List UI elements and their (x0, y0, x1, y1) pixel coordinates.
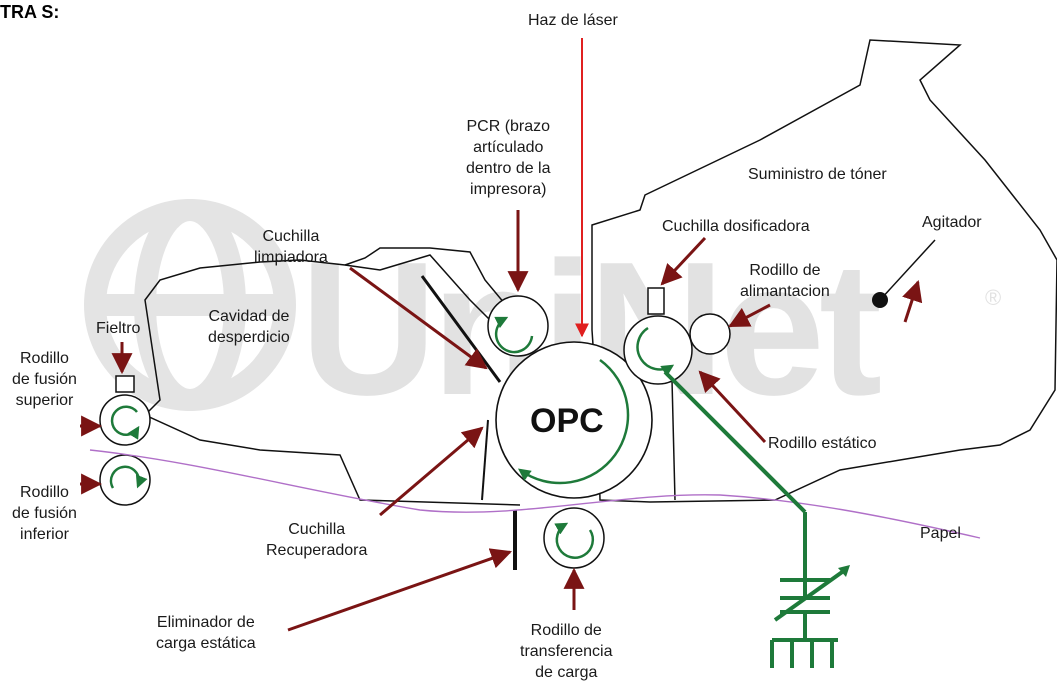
static-roller-rotation-arrow (636, 326, 675, 377)
label-wiper-blade: Cuchilla limpiadora (254, 228, 328, 266)
callout-arrows (80, 210, 771, 632)
upper-fuser-roller (99, 394, 151, 446)
toner-divider (671, 379, 676, 501)
upper-fuser-rotation-arrow (110, 405, 140, 440)
label-laser: Haz de láser (528, 12, 618, 29)
label-upper-fuser: Rodillo de fusión superior (12, 350, 77, 409)
label-doctor-blade: Cuchilla dosificadora (662, 218, 810, 235)
static-roller (623, 315, 693, 385)
label-transfer-roller: Rodillo de transferencia de carga (520, 622, 613, 681)
bias-arrow-head (838, 565, 850, 577)
toner-hopper-outline (591, 39, 1057, 503)
lower-fuser-roller (99, 454, 151, 506)
waste-top-edge (344, 247, 511, 311)
waste-hopper-outline (143, 254, 521, 506)
header-title: TRA S: (0, 2, 60, 22)
doctor-blade-block (647, 287, 665, 315)
felt-pad (115, 375, 135, 393)
recovery-blade (481, 419, 489, 501)
bias-circuit (663, 370, 847, 668)
label-feed-roller: Rodillo de alimantacion (740, 262, 830, 300)
pcr-rotation-arrow (494, 316, 534, 354)
feed-roller (689, 313, 731, 355)
lower-fuser-rotation-arrow (109, 465, 148, 489)
label-felt: Fieltro (96, 320, 141, 337)
agitator-arm (879, 239, 936, 301)
label-lower-fuser: Rodillo de fusión inferior (12, 484, 77, 543)
opc-label: OPC (530, 402, 604, 440)
label-waste-cavity: Cavidad de desperdicio (208, 308, 290, 346)
label-static-eliminator: Eliminador de carga estática (156, 614, 256, 652)
label-paper: Papel (920, 525, 961, 542)
label-agitator: Agitador (922, 214, 982, 231)
pcr-roller (487, 295, 549, 357)
label-pcr: PCR (brazo artículado dentro de la impre… (466, 118, 551, 198)
transfer-roller (543, 507, 605, 569)
agitator-rotation-arrow (902, 280, 923, 323)
label-static-roller: Rodillo estático (768, 435, 877, 452)
paper-path (89, 449, 981, 539)
label-recovery-blade: Cuchilla Recuperadora (266, 521, 368, 559)
transfer-rotation-arrow (554, 522, 595, 559)
registered-mark: ® (985, 285, 1002, 310)
label-toner-supply: Suministro de tóner (748, 166, 887, 183)
opc-rotation-arrow (517, 358, 630, 485)
